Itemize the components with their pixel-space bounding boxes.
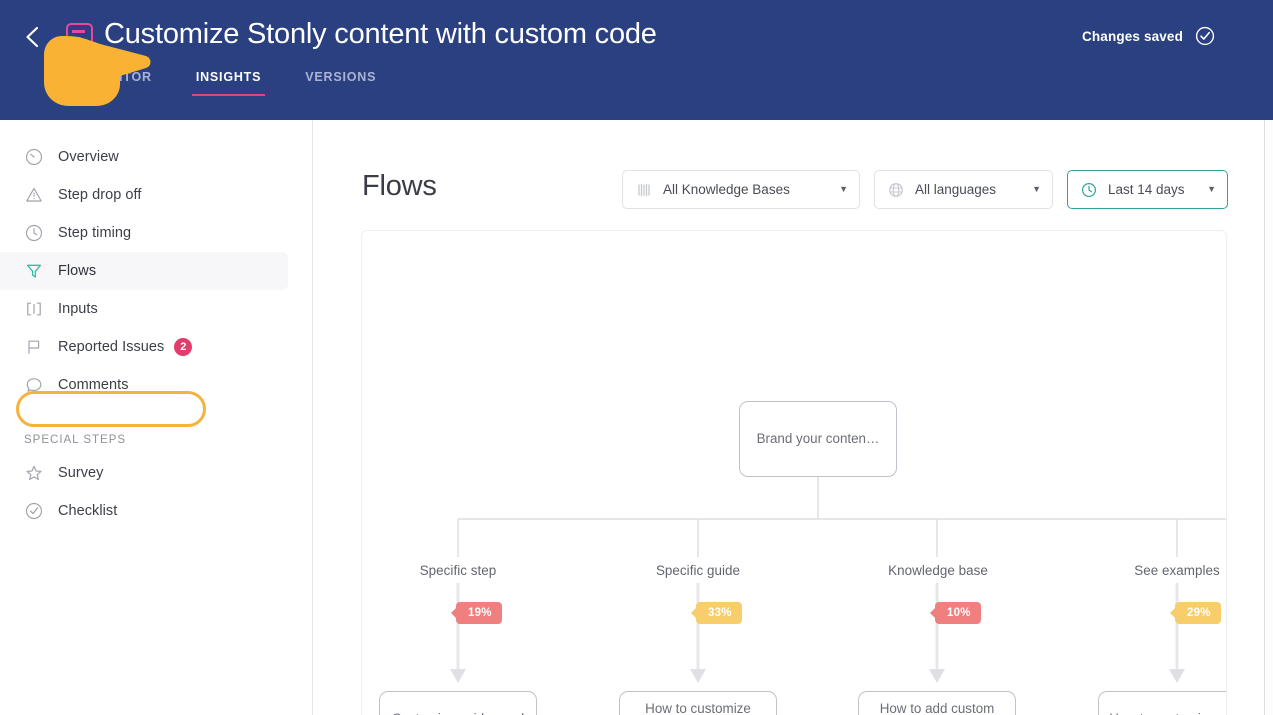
chevron-down-icon: ▼ — [1207, 184, 1216, 194]
sidebar-item-label: Survey — [58, 465, 104, 481]
insights-main: Flows All Knowledge Bases ▼ All language… — [314, 120, 1264, 715]
flow-leaf-node[interactable]: Customize guides and steps with CSS — [379, 691, 537, 715]
sidebar-section-label: SPECIAL STEPS — [24, 434, 127, 446]
tab-insights[interactable]: INSIGHTS — [174, 70, 283, 96]
sidebar-item-label: Flows — [58, 263, 97, 279]
branch-percent-badge: 10% — [935, 602, 981, 624]
star-icon — [24, 463, 44, 483]
flow-leaf-node[interactable]: How to customize your guides with CSS co… — [1098, 691, 1226, 715]
knowledge-base-filter-label: All Knowledge Bases — [663, 182, 790, 197]
page-title: Customize Stonly content with custom cod… — [104, 18, 657, 50]
branch-percent-badge: 33% — [696, 602, 742, 624]
branch-label: Specific guide — [655, 563, 741, 578]
insights-sidebar: Overview Step drop off Step timing Flows — [0, 120, 313, 715]
filter-bar: All Knowledge Bases ▼ All languages ▼ — [622, 170, 1228, 209]
sidebar-item-survey[interactable]: Survey — [0, 454, 288, 492]
branch-percent-badge: 19% — [456, 602, 502, 624]
sidebar-item-step-timing[interactable]: Step timing — [0, 214, 288, 252]
sidebar-item-label: Step drop off — [58, 187, 142, 203]
knowledge-base-filter[interactable]: All Knowledge Bases ▼ — [622, 170, 860, 209]
funnel-icon — [24, 261, 44, 281]
page-scrollbar[interactable] — [1264, 120, 1273, 715]
tab-versions[interactable]: VERSIONS — [305, 70, 377, 84]
chevron-down-icon: ▼ — [1032, 184, 1041, 194]
branch-percent-value: 10% — [947, 607, 971, 619]
date-range-filter[interactable]: Last 14 days ▼ — [1067, 170, 1228, 209]
check-circle-icon — [24, 501, 44, 521]
date-range-filter-label: Last 14 days — [1108, 182, 1185, 197]
branch-percent-value: 29% — [1187, 607, 1211, 619]
flow-leaf-node[interactable]: How to add custom code to the knowledge … — [858, 691, 1016, 715]
branch-label: Knowledge base — [888, 563, 988, 578]
clock-icon — [24, 223, 44, 243]
language-filter[interactable]: All languages ▼ — [874, 170, 1053, 209]
flow-leaf-node[interactable]: How to customize specific guides with cu… — [619, 691, 777, 715]
back-button[interactable] — [18, 22, 48, 52]
sidebar-item-overview[interactable]: Overview — [0, 138, 288, 176]
chevron-left-icon — [26, 26, 39, 48]
sidebar-item-label: Overview — [58, 149, 119, 165]
chevron-down-icon: ▼ — [839, 184, 848, 194]
sidebar-item-reported-issues[interactable]: Reported Issues 2 — [0, 328, 288, 366]
sidebar-item-flows[interactable]: Flows — [0, 252, 288, 290]
sidebar-item-step-drop-off[interactable]: Step drop off — [0, 176, 288, 214]
sidebar-item-label: Step timing — [58, 225, 132, 241]
save-status-label: Changes saved — [1082, 28, 1183, 44]
flow-connectors — [450, 477, 1226, 683]
check-circle-icon — [1195, 26, 1215, 46]
branch-percent-badge: 29% — [1175, 602, 1221, 624]
sidebar-item-comments[interactable]: Comments — [0, 366, 288, 404]
branch-label: Specific step — [419, 563, 497, 578]
sidebar-item-label: Comments — [58, 377, 129, 393]
sidebar-item-label: Inputs — [58, 301, 98, 317]
branch-percent-value: 33% — [708, 607, 732, 619]
sidebar-item-label: Reported Issues — [58, 339, 165, 355]
flag-icon — [24, 337, 44, 357]
sidebar-item-label: Checklist — [58, 503, 118, 519]
sidebar-item-inputs[interactable]: Inputs — [0, 290, 288, 328]
tab-editor[interactable]: EDITOR — [100, 70, 152, 84]
branch-label: See examples — [1134, 563, 1220, 578]
gauge-icon — [24, 147, 44, 167]
app-header: Customize Stonly content with custom cod… — [0, 0, 1273, 120]
comment-icon — [24, 375, 44, 395]
save-status: Changes saved — [1082, 26, 1215, 46]
knowledge-base-icon — [636, 182, 652, 198]
warning-triangle-icon — [24, 185, 44, 205]
language-filter-label: All languages — [915, 182, 997, 197]
section-title: Flows — [362, 170, 437, 202]
brackets-icon — [24, 299, 44, 319]
flow-root-node[interactable]: Brand your conten… — [739, 401, 897, 477]
stonly-logo-icon — [66, 23, 93, 50]
branch-percent-value: 19% — [468, 607, 492, 619]
flow-diagram-card: Brand your conten… Specific step Specifi… — [361, 230, 1227, 715]
status-badge: 2 — [174, 338, 193, 356]
globe-icon — [888, 182, 904, 198]
clock-icon — [1081, 182, 1097, 198]
header-tabs: EDITOR INSIGHTS VERSIONS — [78, 70, 398, 96]
sidebar-item-checklist[interactable]: Checklist — [0, 492, 288, 530]
